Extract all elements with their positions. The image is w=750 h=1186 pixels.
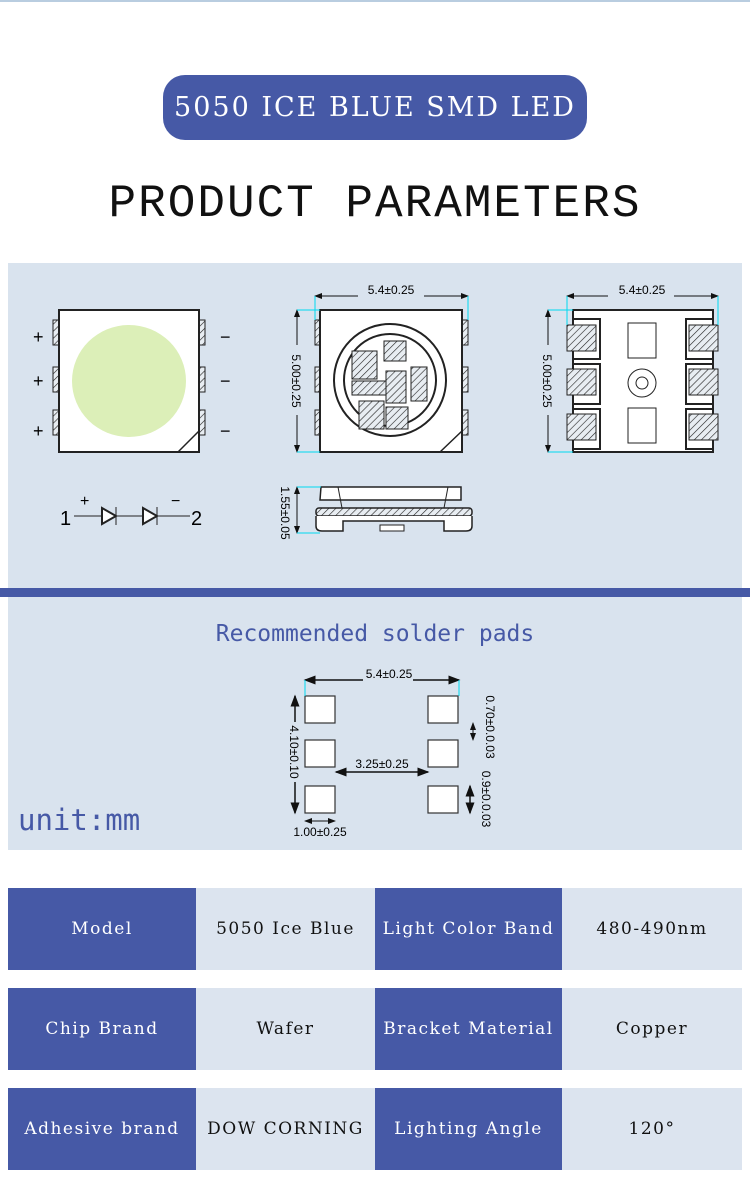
spec-key: Adhesive brand xyxy=(8,1088,196,1170)
minus-label: − xyxy=(171,493,180,510)
dimension-drawing-panel: + + + − − − 1 2 + − xyxy=(8,263,742,588)
pad-gap-dimension: 3.25±0.25 xyxy=(355,757,409,771)
spec-key: Bracket Material xyxy=(375,988,562,1070)
spec-key: Model xyxy=(8,888,196,970)
led-lens xyxy=(72,325,186,437)
section-heading: PRODUCT PARAMETERS xyxy=(108,178,642,230)
spec-key: Chip Brand xyxy=(8,988,196,1070)
top-view: 5.4±0.25 5.00±0.25 xyxy=(289,283,469,453)
section-divider-bar xyxy=(0,588,750,597)
spec-value: 5050 Ice Blue xyxy=(196,888,375,970)
pad-span-dimension: 5.4±0.25 xyxy=(366,667,413,681)
plus-label: + xyxy=(80,493,89,510)
pin2-label: 2 xyxy=(191,508,202,530)
bottom-view: 5.4±0.25 5.00±0.25 xyxy=(540,283,719,453)
width-dimension: 5.4±0.25 xyxy=(619,283,666,297)
solder-pads-drawing: 5.4±0.25 4.10±0.10 3.25±0.25 1.00±0.25 0… xyxy=(287,667,497,839)
unit-label: unit:mm xyxy=(18,803,141,837)
side-view: 1.55±0.05 xyxy=(278,486,473,540)
pin-label: + xyxy=(33,327,44,347)
pin-label: + xyxy=(33,421,44,441)
pin-label: + xyxy=(33,371,44,391)
spec-value: 480-490nm xyxy=(562,888,742,970)
pad-height-dimension: 0.9±0.0.03 xyxy=(479,771,493,828)
pin1-label: 1 xyxy=(60,508,71,530)
spec-value: Wafer xyxy=(196,988,375,1070)
width-dimension: 5.4±0.25 xyxy=(368,283,415,297)
solder-pads xyxy=(304,695,459,814)
spec-row: Chip Brand Wafer Bracket Material Copper xyxy=(8,988,742,1070)
pad-width-dimension: 1.00±0.25 xyxy=(293,825,347,839)
pin-label: − xyxy=(220,371,231,391)
height-dimension: 5.00±0.25 xyxy=(289,354,303,408)
spec-key: Lighting Angle xyxy=(375,1088,562,1170)
pad-pitch-dimension: 0.70±0.0.03 xyxy=(483,695,497,759)
top-divider xyxy=(0,0,750,2)
spec-key: Light Color Band xyxy=(375,888,562,970)
pin-label: − xyxy=(220,327,231,347)
spec-row: Adhesive brand DOW CORNING Lighting Angl… xyxy=(8,1088,742,1170)
spec-value: 120° xyxy=(562,1088,742,1170)
led-dimension-drawing: + + + − − − 1 2 + − xyxy=(33,283,719,540)
solder-pads-title: Recommended solder pads xyxy=(215,621,535,647)
spec-row: Model 5050 Ice Blue Light Color Band 480… xyxy=(8,888,742,970)
thickness-dimension: 1.55±0.05 xyxy=(278,486,292,540)
solder-pads-panel: Recommended solder pads 5.4±0.25 4.10±0.… xyxy=(8,597,742,850)
front-view: + + + − − − xyxy=(33,309,231,453)
spec-value: DOW CORNING xyxy=(196,1088,375,1170)
pin-label: − xyxy=(220,421,231,441)
product-title-banner: 5050 ICE BLUE SMD LED xyxy=(163,75,587,140)
height-dimension: 5.00±0.25 xyxy=(540,354,554,408)
spec-value: Copper xyxy=(562,988,742,1070)
circuit-symbol: 1 2 + − xyxy=(60,493,202,530)
pad-height-span-dimension: 4.10±0.10 xyxy=(287,725,301,779)
